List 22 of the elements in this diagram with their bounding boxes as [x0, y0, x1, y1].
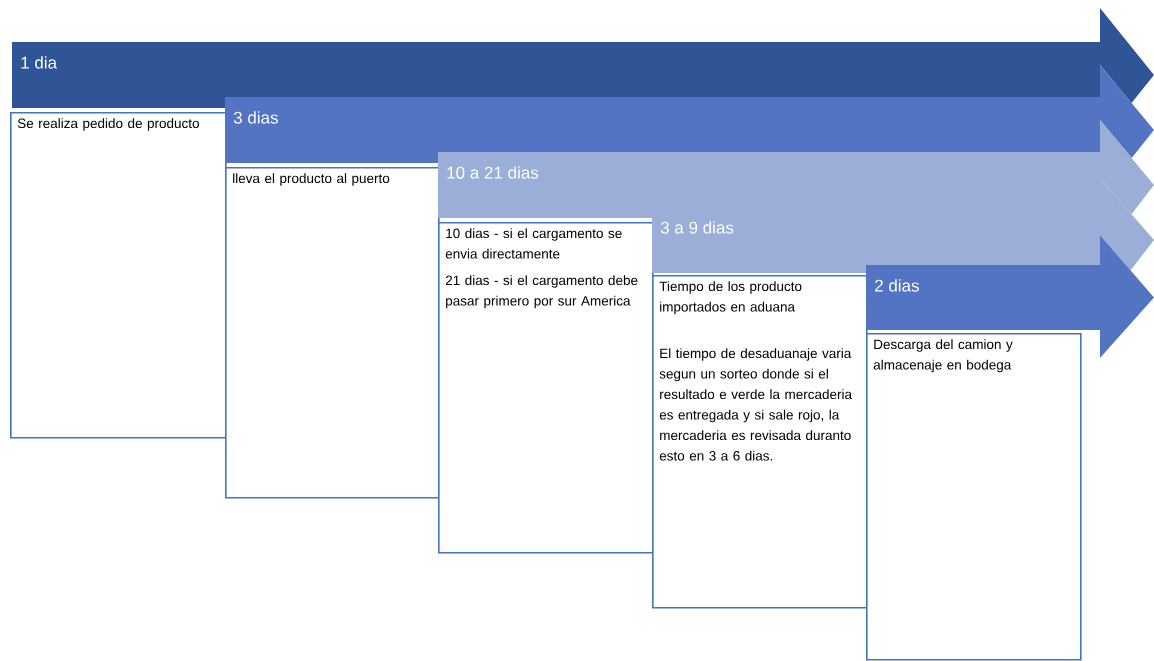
text-box [866, 333, 1082, 661]
text-box [652, 275, 868, 609]
arrow-band [438, 120, 1154, 218]
text-box [225, 167, 440, 499]
box-text: lleva el producto al puerto [233, 173, 390, 186]
box-text: Se realiza pedido de producto [17, 118, 199, 131]
band-label: 10 a 21 dias [447, 166, 539, 179]
text-box [10, 112, 227, 439]
text-box [438, 222, 654, 554]
arrow-band [652, 178, 1154, 273]
box-text: 10 dias - si el cargamento se envia directamente [445, 228, 622, 259]
box-text: El tiempo de desaduanaje varia segun un sorteo donde si el resultado e verde la mercaderia es entregada y si sale rojo, la mercaderia es revisada duranto esto en 3 a 6 dias. [659, 348, 852, 461]
box-text: 21 dias - si el cargamento debe pasar primero por sur America [445, 275, 638, 309]
band-label: 2 dias [875, 279, 919, 292]
band-label: 3 a 9 dias [660, 221, 734, 234]
arrow-band [866, 235, 1154, 358]
band-label: 1 dia [21, 56, 58, 69]
box-text: Descarga del camion y almacenaje en bodega [873, 339, 1013, 373]
arrow-band [225, 65, 1154, 163]
band-label: 3 dias [233, 111, 278, 124]
box-text: Tiempo de los producto importados en aduana [659, 281, 802, 315]
arrow-band [12, 8, 1154, 108]
